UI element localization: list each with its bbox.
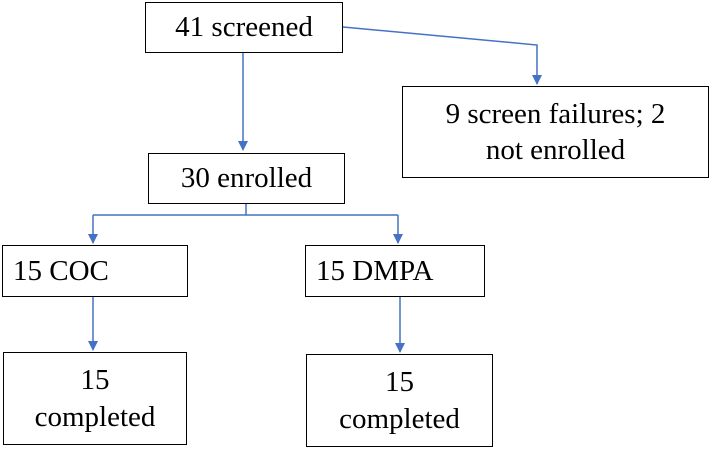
enrolled-label: 30 enrolled bbox=[180, 162, 313, 195]
dmpa-label: 15 DMPA bbox=[316, 254, 434, 287]
excluded-box: 9 screen failures; 2 not enrolled bbox=[402, 86, 709, 178]
dmpa-completed-label: 15 completed bbox=[339, 366, 460, 435]
screened-box: 41 screened bbox=[145, 2, 343, 53]
coc-box: 15 COC bbox=[2, 245, 188, 297]
enrolled-box: 30 enrolled bbox=[148, 153, 345, 204]
dmpa-completed-box: 15 completed bbox=[306, 354, 493, 447]
coc-completed-label: 15 completed bbox=[34, 364, 156, 433]
dmpa-box: 15 DMPA bbox=[305, 245, 485, 297]
screened-label: 41 screened bbox=[175, 11, 313, 44]
arrow-screened-to-excluded bbox=[342, 26, 542, 85]
excluded-label: 9 screen failures; 2 not enrolled bbox=[445, 97, 666, 166]
coc-completed-box: 15 completed bbox=[3, 352, 187, 445]
coc-label: 15 COC bbox=[13, 254, 109, 287]
